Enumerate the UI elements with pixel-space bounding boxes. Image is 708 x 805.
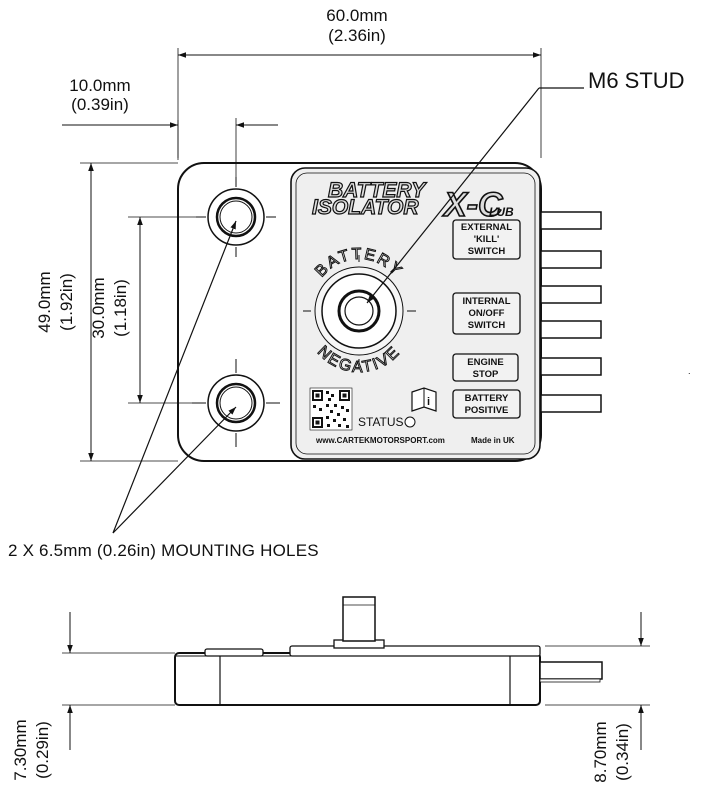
- svg-text:8.70mm: 8.70mm: [591, 721, 610, 782]
- connector-label-kill-switch: EXTERNAL 'KILL' SWITCH: [452, 219, 521, 260]
- svg-text:INTERNAL: INTERNAL: [462, 296, 510, 307]
- dimension-hole-spacing: 30.0mm (1.18in): [89, 216, 206, 404]
- qr-code: [309, 387, 353, 431]
- svg-text:EXTERNAL: EXTERNAL: [461, 222, 512, 233]
- mounting-hole-top: [196, 177, 276, 257]
- side-stud: [342, 596, 376, 642]
- stray-mark: .: [688, 366, 691, 376]
- svg-text:SWITCH: SWITCH: [468, 246, 506, 257]
- svg-text:(1.92in): (1.92in): [57, 273, 76, 331]
- svg-text:(2.36in): (2.36in): [328, 26, 386, 45]
- svg-text:STOP: STOP: [473, 369, 499, 380]
- connector-label-battery-positive: BATTERY POSITIVE: [452, 389, 521, 419]
- connector-pins: [540, 211, 602, 413]
- top-view: BATTERY NEGATIVE BATTERY ISOLATOR X-C LU…: [177, 162, 602, 462]
- svg-text:(0.39in): (0.39in): [71, 95, 129, 114]
- svg-text:ON/OFF: ON/OFF: [469, 308, 505, 319]
- website-text: www.CARTEKMOTORSPORT.com: [315, 436, 445, 445]
- brand-line-2: ISOLATOR: [312, 196, 419, 219]
- dimension-height: 49.0mm (1.92in): [35, 162, 178, 462]
- svg-text:(0.34in): (0.34in): [613, 723, 632, 781]
- svg-text:M6 STUD: M6 STUD: [588, 68, 685, 93]
- svg-text:30.0mm: 30.0mm: [89, 277, 108, 338]
- svg-text:7.30mm: 7.30mm: [11, 719, 30, 780]
- info-book-icon: i: [411, 387, 437, 412]
- side-view: [174, 596, 603, 706]
- svg-text:(0.29in): (0.29in): [33, 721, 52, 779]
- side-connector-pin: [539, 661, 603, 680]
- side-housing: [174, 652, 541, 706]
- dimension-width: 60.0mm (2.36in): [177, 6, 542, 158]
- brand-line-1: BATTERY: [328, 179, 427, 202]
- status-label: STATUS: [358, 415, 404, 429]
- dimension-base-thickness: 7.30mm (0.29in): [11, 612, 175, 781]
- status-led-icon: [404, 416, 416, 428]
- svg-text:BATTERY: BATTERY: [465, 393, 509, 404]
- svg-text:SWITCH: SWITCH: [468, 320, 506, 331]
- svg-text:ENGINE: ENGINE: [467, 357, 503, 368]
- connector-label-onoff-switch: INTERNAL ON/OFF SWITCH: [452, 292, 521, 335]
- svg-text:60.0mm: 60.0mm: [326, 6, 387, 25]
- callout-mounting-holes: 2 X 6.5mm (0.26in) MOUNTING HOLES: [8, 220, 319, 560]
- svg-text:49.0mm: 49.0mm: [35, 271, 54, 332]
- svg-text:i: i: [427, 396, 430, 408]
- svg-text:(1.18in): (1.18in): [111, 279, 130, 337]
- connector-label-engine-stop: ENGINE STOP: [452, 353, 519, 382]
- made-in-text: Made in UK: [471, 436, 515, 445]
- dimension-total-thickness: 8.70mm (0.34in): [545, 612, 650, 783]
- dimension-offset: 10.0mm (0.39in): [62, 76, 278, 180]
- svg-text:2 X 6.5mm (0.26in) MOUNTING: 2 X 6.5mm (0.26in) MOUNTING HOLES: [8, 541, 319, 560]
- m6-stud: [303, 255, 416, 368]
- svg-text:'KILL': 'KILL': [474, 234, 500, 245]
- mounting-hole-bottom: [192, 359, 280, 447]
- brand-logo-xc: X-C: [442, 186, 503, 224]
- callout-m6-stud: M6 STUD: [366, 68, 685, 304]
- brand-logo-lub: LUB: [489, 205, 514, 219]
- svg-text:10.0mm: 10.0mm: [69, 76, 130, 95]
- svg-text:POSITIVE: POSITIVE: [465, 405, 509, 416]
